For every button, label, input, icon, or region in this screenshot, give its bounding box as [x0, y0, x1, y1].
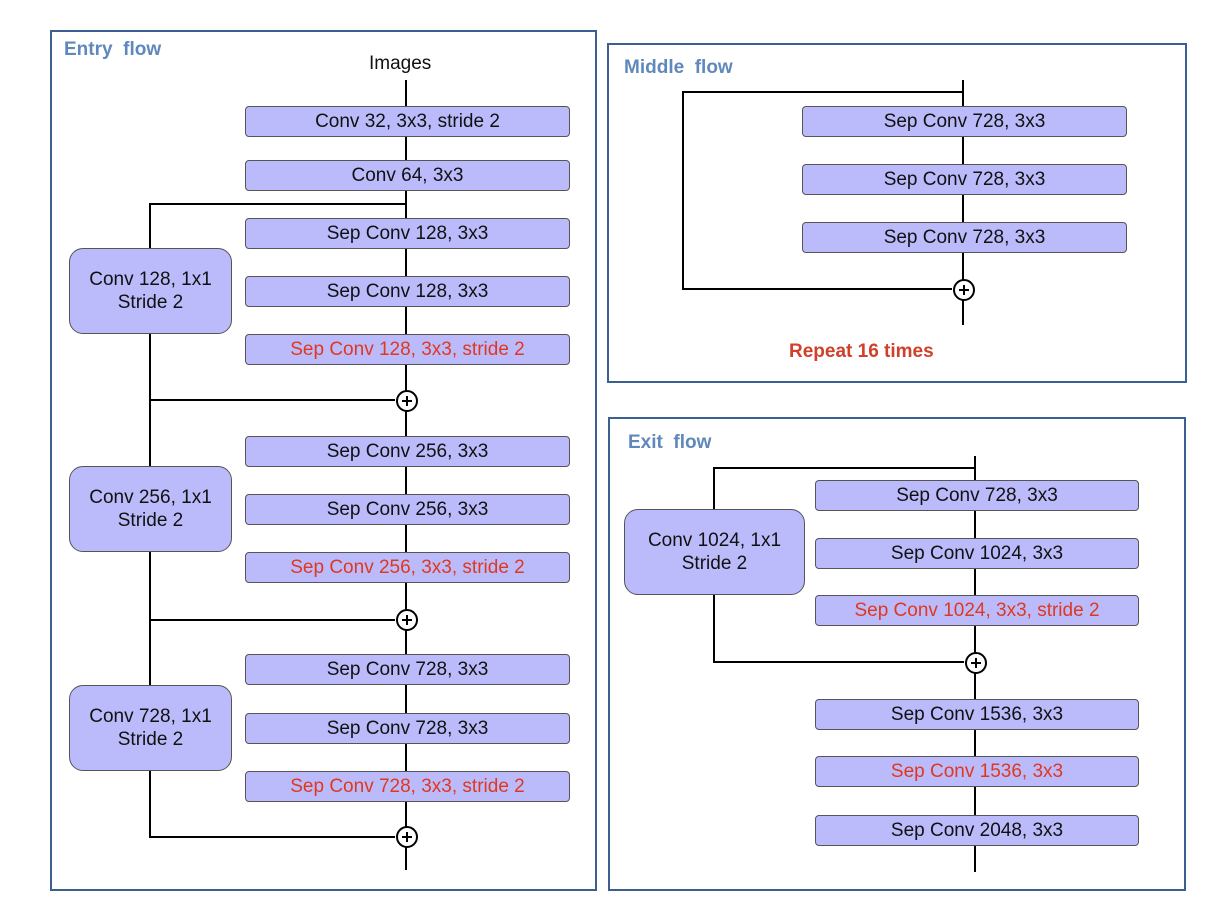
- add-icon: [396, 609, 418, 631]
- exit-block-sepconv728: Sep Conv 728, 3x3: [815, 480, 1139, 511]
- entry-block-sepconv128-b: Sep Conv 128, 3x3: [245, 276, 570, 307]
- add-icon: [965, 652, 987, 674]
- entry-block-sepconv256-stride: Sep Conv 256, 3x3, stride 2: [245, 552, 570, 583]
- entry-skip-conv128: Conv 128, 1x1 Stride 2: [69, 248, 232, 334]
- entry-flow-panel: [50, 30, 597, 891]
- middle-block-sepconv728-c: Sep Conv 728, 3x3: [802, 222, 1127, 253]
- middle-flow-panel: [607, 43, 1187, 383]
- skip-label-line1: Conv 128, 1x1: [89, 269, 212, 290]
- middle-flow-title: Middle flow: [624, 57, 733, 78]
- add-icon: [396, 390, 418, 412]
- entry-block-conv32: Conv 32, 3x3, stride 2: [245, 106, 570, 137]
- entry-block-sepconv256-a: Sep Conv 256, 3x3: [245, 436, 570, 467]
- skip-label-line1: Conv 256, 1x1: [89, 487, 212, 508]
- entry-skip-conv728: Conv 728, 1x1 Stride 2: [69, 685, 232, 771]
- exit-block-sepconv1536-b: Sep Conv 1536, 3x3: [815, 756, 1139, 787]
- entry-flow-title: Entry flow: [64, 39, 162, 60]
- exit-block-sepconv2048: Sep Conv 2048, 3x3: [815, 815, 1139, 846]
- exit-block-sepconv1024: Sep Conv 1024, 3x3: [815, 538, 1139, 569]
- entry-block-sepconv728-a: Sep Conv 728, 3x3: [245, 654, 570, 685]
- skip-label-line2: Stride 2: [117, 729, 184, 750]
- add-icon: [953, 279, 975, 301]
- entry-block-conv64: Conv 64, 3x3: [245, 160, 570, 191]
- skip-label-line1: Conv 728, 1x1: [89, 706, 212, 727]
- skip-label-line2: Stride 2: [681, 553, 748, 574]
- entry-block-sepconv128-a: Sep Conv 128, 3x3: [245, 218, 570, 249]
- exit-block-sepconv1536-a: Sep Conv 1536, 3x3: [815, 699, 1139, 730]
- images-input-label: Images: [369, 53, 432, 74]
- exit-block-sepconv1024-stride: Sep Conv 1024, 3x3, stride 2: [815, 595, 1139, 626]
- middle-block-sepconv728-a: Sep Conv 728, 3x3: [802, 106, 1127, 137]
- entry-block-sepconv256-b: Sep Conv 256, 3x3: [245, 494, 570, 525]
- skip-label-line2: Stride 2: [117, 510, 184, 531]
- entry-skip-conv256: Conv 256, 1x1 Stride 2: [69, 466, 232, 552]
- exit-flow-panel: [608, 417, 1186, 891]
- skip-label-line1: Conv 1024, 1x1: [647, 530, 782, 551]
- entry-block-sepconv728-stride: Sep Conv 728, 3x3, stride 2: [245, 771, 570, 802]
- skip-label-line2: Stride 2: [117, 292, 184, 313]
- entry-block-sepconv728-b: Sep Conv 728, 3x3: [245, 713, 570, 744]
- entry-block-sepconv128-stride: Sep Conv 128, 3x3, stride 2: [245, 334, 570, 365]
- middle-block-sepconv728-b: Sep Conv 728, 3x3: [802, 164, 1127, 195]
- exit-skip-conv1024: Conv 1024, 1x1 Stride 2: [624, 509, 805, 595]
- exit-flow-title: Exit flow: [628, 432, 712, 453]
- add-icon: [396, 826, 418, 848]
- repeat-label: Repeat 16 times: [789, 341, 934, 362]
